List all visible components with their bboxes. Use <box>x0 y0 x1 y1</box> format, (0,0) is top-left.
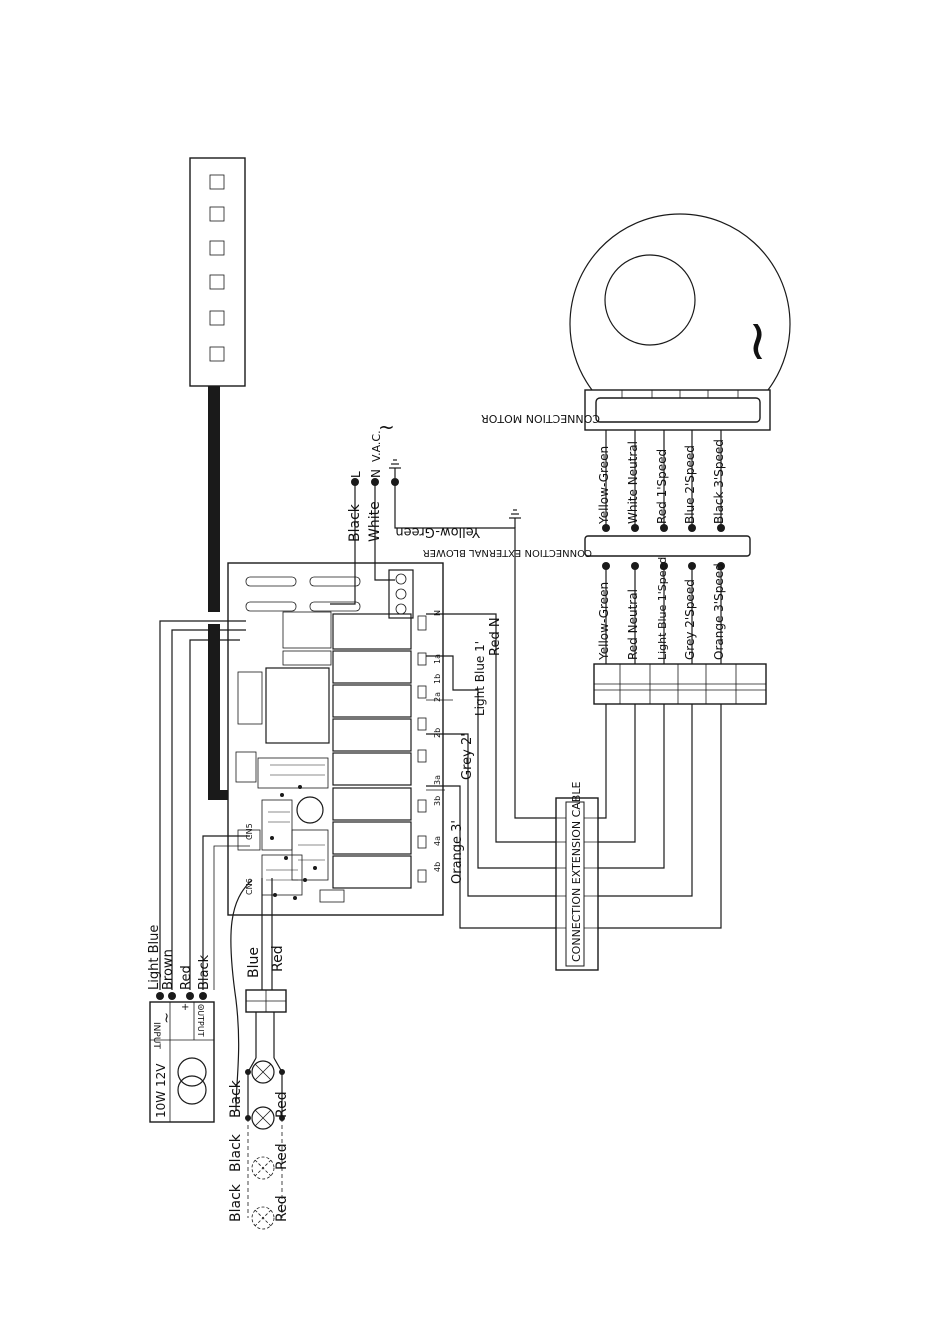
input-output-wires: Light Blue Brown Red Black <box>147 620 250 1000</box>
supply-wires: L N V.A.C. ~ Black White Yellow-Green <box>330 415 556 819</box>
terminal-1b: 1b <box>433 674 442 684</box>
board-light-blue-label: Light Blue 1' <box>473 641 487 716</box>
lamp-red-label-2: Red <box>274 1143 290 1170</box>
motor: ~ CONNECTION MOTOR <box>481 213 791 431</box>
control-keypad <box>189 157 246 387</box>
extension-cable-label: CONNECTION EXTENSION CABLE <box>570 782 583 962</box>
transformer-rating-label: 10W 12V <box>154 1063 168 1118</box>
board-orange-label: Orange 3' <box>450 820 465 884</box>
motor-wire-1: Yellow-Green <box>597 446 611 525</box>
extension-to-blower-wires <box>598 704 722 929</box>
terminal-2a: 2a <box>433 692 442 702</box>
wire-black-label: Black <box>347 503 363 542</box>
motor-wire-4: Blue 2'Speed <box>683 445 697 524</box>
blower-wire-1: Yellow-Green <box>597 582 611 661</box>
motor-ac-symbol: ~ <box>726 318 791 365</box>
terminal-4b: 4b <box>433 862 442 872</box>
extension-cable-connector: CONNECTION EXTENSION CABLE <box>555 782 599 971</box>
terminal-2b: 2b <box>433 728 442 738</box>
transformer-plus-label: + <box>181 1002 189 1013</box>
lamp-blue-label: Blue <box>246 947 262 978</box>
lamp-black-label-3: Black <box>228 1183 244 1222</box>
ac-symbol: ~ <box>378 415 395 439</box>
blower-wire-3: Light Blue 1'Speed <box>656 557 669 660</box>
board-grey-label: Grey 2' <box>460 733 475 780</box>
output-red-label: Red <box>179 965 194 990</box>
terminal-n: N <box>433 610 442 616</box>
terminal-3a: 3a <box>433 775 442 785</box>
terminal-1a: 1a <box>433 654 442 664</box>
cn5-label: CN5 <box>245 823 254 840</box>
motor-wires: Yellow-Green White Neutral Red 1'Speed B… <box>597 430 726 532</box>
connection-motor-label: CONNECTION MOTOR <box>481 412 600 425</box>
motor-wire-3: Red 1'Speed <box>655 449 669 524</box>
blower-wire-2: Red Neutral <box>626 589 640 660</box>
external-blower-label: CONNECTION EXTERNAL BLOWER <box>423 547 592 558</box>
supply-l-label: L <box>349 471 363 478</box>
lamp-black-label-2: Black <box>228 1133 244 1172</box>
transformer-ac-symbol: ~ <box>158 1012 174 1024</box>
lamp-red-label: Red <box>270 945 286 972</box>
supply-n-label: N <box>369 469 383 478</box>
lamp-wiring: Blue Red Black Red Black Red <box>228 878 290 1230</box>
lamp-black-label-1: Black <box>228 1079 244 1118</box>
external-blower-label-box: CONNECTION EXTERNAL BLOWER <box>423 535 751 558</box>
transformer-output-label: OUTPUT <box>196 1004 205 1037</box>
cn6-label: CN6 <box>245 878 254 895</box>
wire-yellow-green-label: Yellow-Green <box>395 524 481 539</box>
motor-wire-2: White Neutral <box>626 441 640 524</box>
output-black-label: Black <box>197 954 212 990</box>
transformer-minus-label: - <box>199 1002 203 1013</box>
motor-wire-5: Black 3'Speed <box>712 439 726 524</box>
blower-terminal-block: Yellow-Green Red Neutral Light Blue 1'Sp… <box>593 557 767 705</box>
board-red-n-label: Red N <box>488 617 503 656</box>
control-board: N 1a 1b 2a 2b 3a 3b 4a 4b CN5 CN6 <box>227 562 444 916</box>
input-brown-label: Brown <box>161 949 176 990</box>
transformer-input-label: INPUT <box>151 1022 161 1049</box>
wire-white-label: White <box>367 501 383 542</box>
terminal-4a: 4a <box>433 836 442 846</box>
board-output-wires: Red N Light Blue 1' Grey 2' Orange 3' <box>426 613 556 929</box>
blower-wire-5: Orange 3'Speed <box>712 563 726 660</box>
lamp-red-label-3: Red <box>274 1195 290 1222</box>
supply-vac-label: V.A.C. <box>370 430 383 462</box>
transformer: 10W 12V INPUT OUTPUT ~ + - <box>149 1001 215 1123</box>
lamp-red-label-1: Red <box>274 1091 290 1118</box>
input-light-blue-label: Light Blue <box>147 925 162 990</box>
blower-wire-4: Grey 2'Speed <box>683 579 697 660</box>
terminal-3b: 3b <box>433 796 442 806</box>
